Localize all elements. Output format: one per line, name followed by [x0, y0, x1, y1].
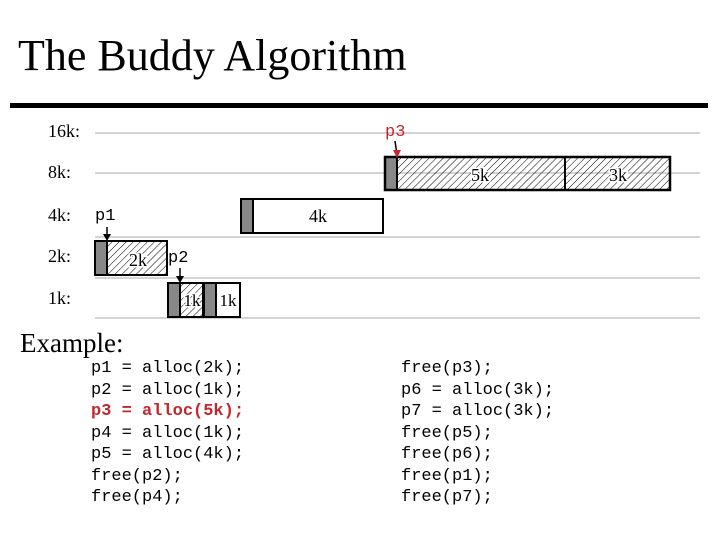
example-label: Example:	[20, 328, 124, 358]
title-divider	[10, 103, 708, 108]
block-4k: 4k	[240, 198, 384, 234]
level-label-16k: 16k:	[48, 121, 80, 141]
code-line: free(p7);	[401, 488, 493, 507]
arrowhead-p3	[393, 150, 401, 158]
block-header-1k-b	[203, 282, 217, 318]
block-header-8k	[384, 156, 398, 191]
code-line: free(p5);	[401, 423, 493, 443]
block-label-4k: 4k	[309, 206, 327, 226]
block-label-1k-a: 1k	[184, 291, 202, 310]
block-4k-free	[252, 198, 384, 234]
block-1k: 1k 1k	[167, 282, 241, 318]
block-1k-free	[215, 282, 241, 318]
level-label-2k: 2k:	[48, 246, 71, 266]
code-line: p6 = alloc(3k);	[401, 380, 555, 400]
code-line: free(p3);	[401, 359, 493, 378]
code-line: p4 = alloc(1k);	[91, 423, 245, 443]
code-line: free(p2);	[91, 466, 183, 486]
slide-title: The Buddy Algorithm	[18, 31, 407, 80]
level-label-1k: 1k:	[48, 288, 71, 308]
code-line: p2 = alloc(1k);	[91, 380, 245, 400]
block-8k: 5k 3k	[383, 155, 672, 192]
pointer-p2: p2	[167, 248, 190, 283]
code-block-left: p1 = alloc(2k); p2 = alloc(1k); p3 = alloc…	[91, 358, 244, 509]
arrowhead-p1	[103, 234, 111, 241]
block-header-2k	[94, 240, 108, 276]
pointer-p3: p3	[385, 123, 405, 158]
buddy-diagram: 16k: 8k: 4k: 2k: 1k: 5k 3k 4k 2k 1k 1k p…	[48, 121, 700, 319]
code-line: p5 = alloc(4k);	[91, 445, 245, 464]
block-header-1k-a	[167, 282, 181, 318]
block-label-1k-b: 1k	[220, 291, 238, 310]
pointer-label-p1: p1	[95, 207, 115, 226]
arrowhead-p2	[176, 276, 184, 283]
code-line: p3 = alloc(5k);	[91, 402, 245, 421]
code-line: free(p4);	[91, 488, 183, 507]
code-line: free(p6);	[401, 445, 493, 464]
block-label-5k: 5k	[471, 165, 489, 185]
block-label-2k: 2k	[129, 250, 147, 270]
block-header-4k	[240, 198, 254, 234]
block-label-3k: 3k	[609, 165, 627, 185]
code-line: p7 = alloc(3k);	[401, 402, 555, 421]
block-2k: 2k	[94, 240, 168, 276]
code-line: free(p1);	[401, 466, 493, 486]
pointer-p1: p1	[95, 207, 115, 241]
level-label-4k: 4k:	[48, 205, 71, 225]
code-line: p1 = alloc(2k);	[91, 359, 245, 378]
code-block-right: free(p3); p6 = alloc(3k); p7 = alloc(3k); f…	[401, 358, 554, 509]
block-2k-used	[106, 240, 168, 276]
pointer-label-p3: p3	[385, 123, 405, 142]
pointer-label-p2: p2	[168, 249, 188, 268]
level-label-8k: 8k:	[48, 162, 71, 182]
